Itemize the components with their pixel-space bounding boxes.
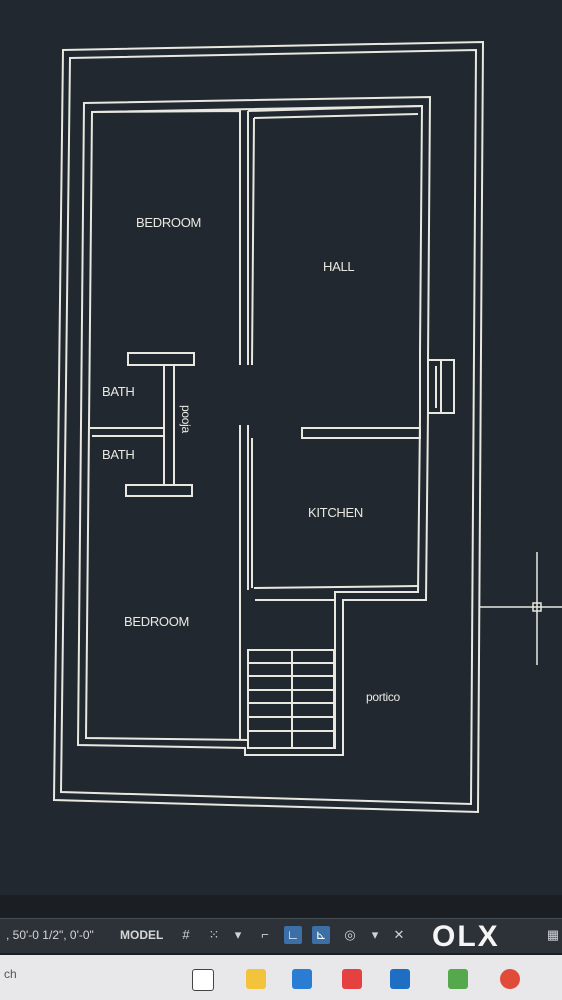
building-wall-outer xyxy=(76,95,442,756)
room-label-bath-bottom: BATH xyxy=(102,447,135,462)
outlook-icon[interactable] xyxy=(390,969,410,989)
room-label-pooja: pooja xyxy=(179,405,193,433)
cad-status-bar: , 50'-0 1/2", 0'-0" MODEL # ⁙ ▾ ⌐ ∟ ⊾ ◎ … xyxy=(0,918,562,953)
chrome-icon[interactable] xyxy=(500,969,520,989)
floor-plan-drawing xyxy=(52,40,562,814)
ortho-mode-icon[interactable]: ∟ xyxy=(284,926,302,944)
plot-boundary-outer xyxy=(52,40,485,814)
taskbar-search-input[interactable]: ch xyxy=(4,967,17,981)
isometric-drafting-icon[interactable]: ✕ xyxy=(393,927,405,942)
room-label-hall: HALL xyxy=(323,259,355,274)
store-icon[interactable] xyxy=(292,969,312,989)
building-wall-inner xyxy=(84,104,424,749)
grid-display-icon[interactable]: # xyxy=(182,927,190,942)
task-view-icon[interactable] xyxy=(192,969,214,991)
polar-tracking-icon[interactable]: ⊾ xyxy=(312,926,330,944)
room-label-kitchen: KITCHEN xyxy=(308,505,363,520)
room-label-portico: portico xyxy=(366,690,400,704)
plot-boundary-inner xyxy=(59,48,478,806)
object-snap-icon[interactable]: ◎ xyxy=(344,927,356,942)
autocad-icon[interactable] xyxy=(342,969,362,989)
room-label-bedroom-bottom: BEDROOM xyxy=(124,614,190,629)
crosshair-cursor xyxy=(480,552,562,665)
workspace-icon[interactable]: ▦ xyxy=(546,927,560,942)
cursor-coordinates: , 50'-0 1/2", 0'-0" xyxy=(6,928,94,942)
chevron-down-icon[interactable]: ▾ xyxy=(371,927,379,942)
windows-taskbar: ch xyxy=(0,955,562,1000)
olx-watermark-logo: OLX xyxy=(432,920,500,953)
room-label-bath-top: BATH xyxy=(102,384,135,399)
file-explorer-icon[interactable] xyxy=(246,969,266,989)
infer-constraints-icon[interactable]: ⌐ xyxy=(261,927,269,942)
model-space-button[interactable]: MODEL xyxy=(120,928,164,942)
excel-icon[interactable] xyxy=(448,969,468,989)
cad-drawing-canvas[interactable]: BEDROOM HALL BATH pooja BATH KITCHEN BED… xyxy=(0,0,562,895)
room-label-bedroom-top: BEDROOM xyxy=(136,215,202,230)
chevron-down-icon[interactable]: ▾ xyxy=(234,927,242,942)
snap-mode-icon[interactable]: ⁙ xyxy=(208,927,220,942)
